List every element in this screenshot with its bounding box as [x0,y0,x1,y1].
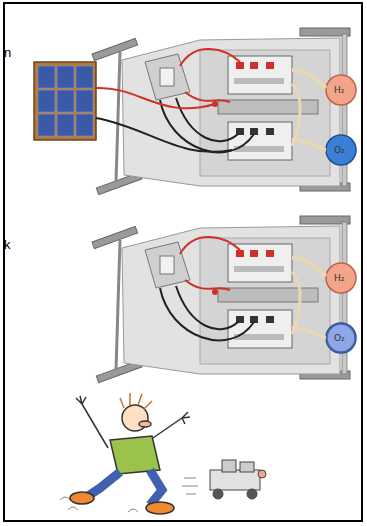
margin-letter: k [4,238,11,251]
tank-label: O₂ [334,146,345,155]
margin-letter: n [4,46,11,59]
tank-label: H₂ [334,86,344,95]
tank-label: H₂ [334,274,344,283]
tank-label: O₂ [334,334,345,343]
